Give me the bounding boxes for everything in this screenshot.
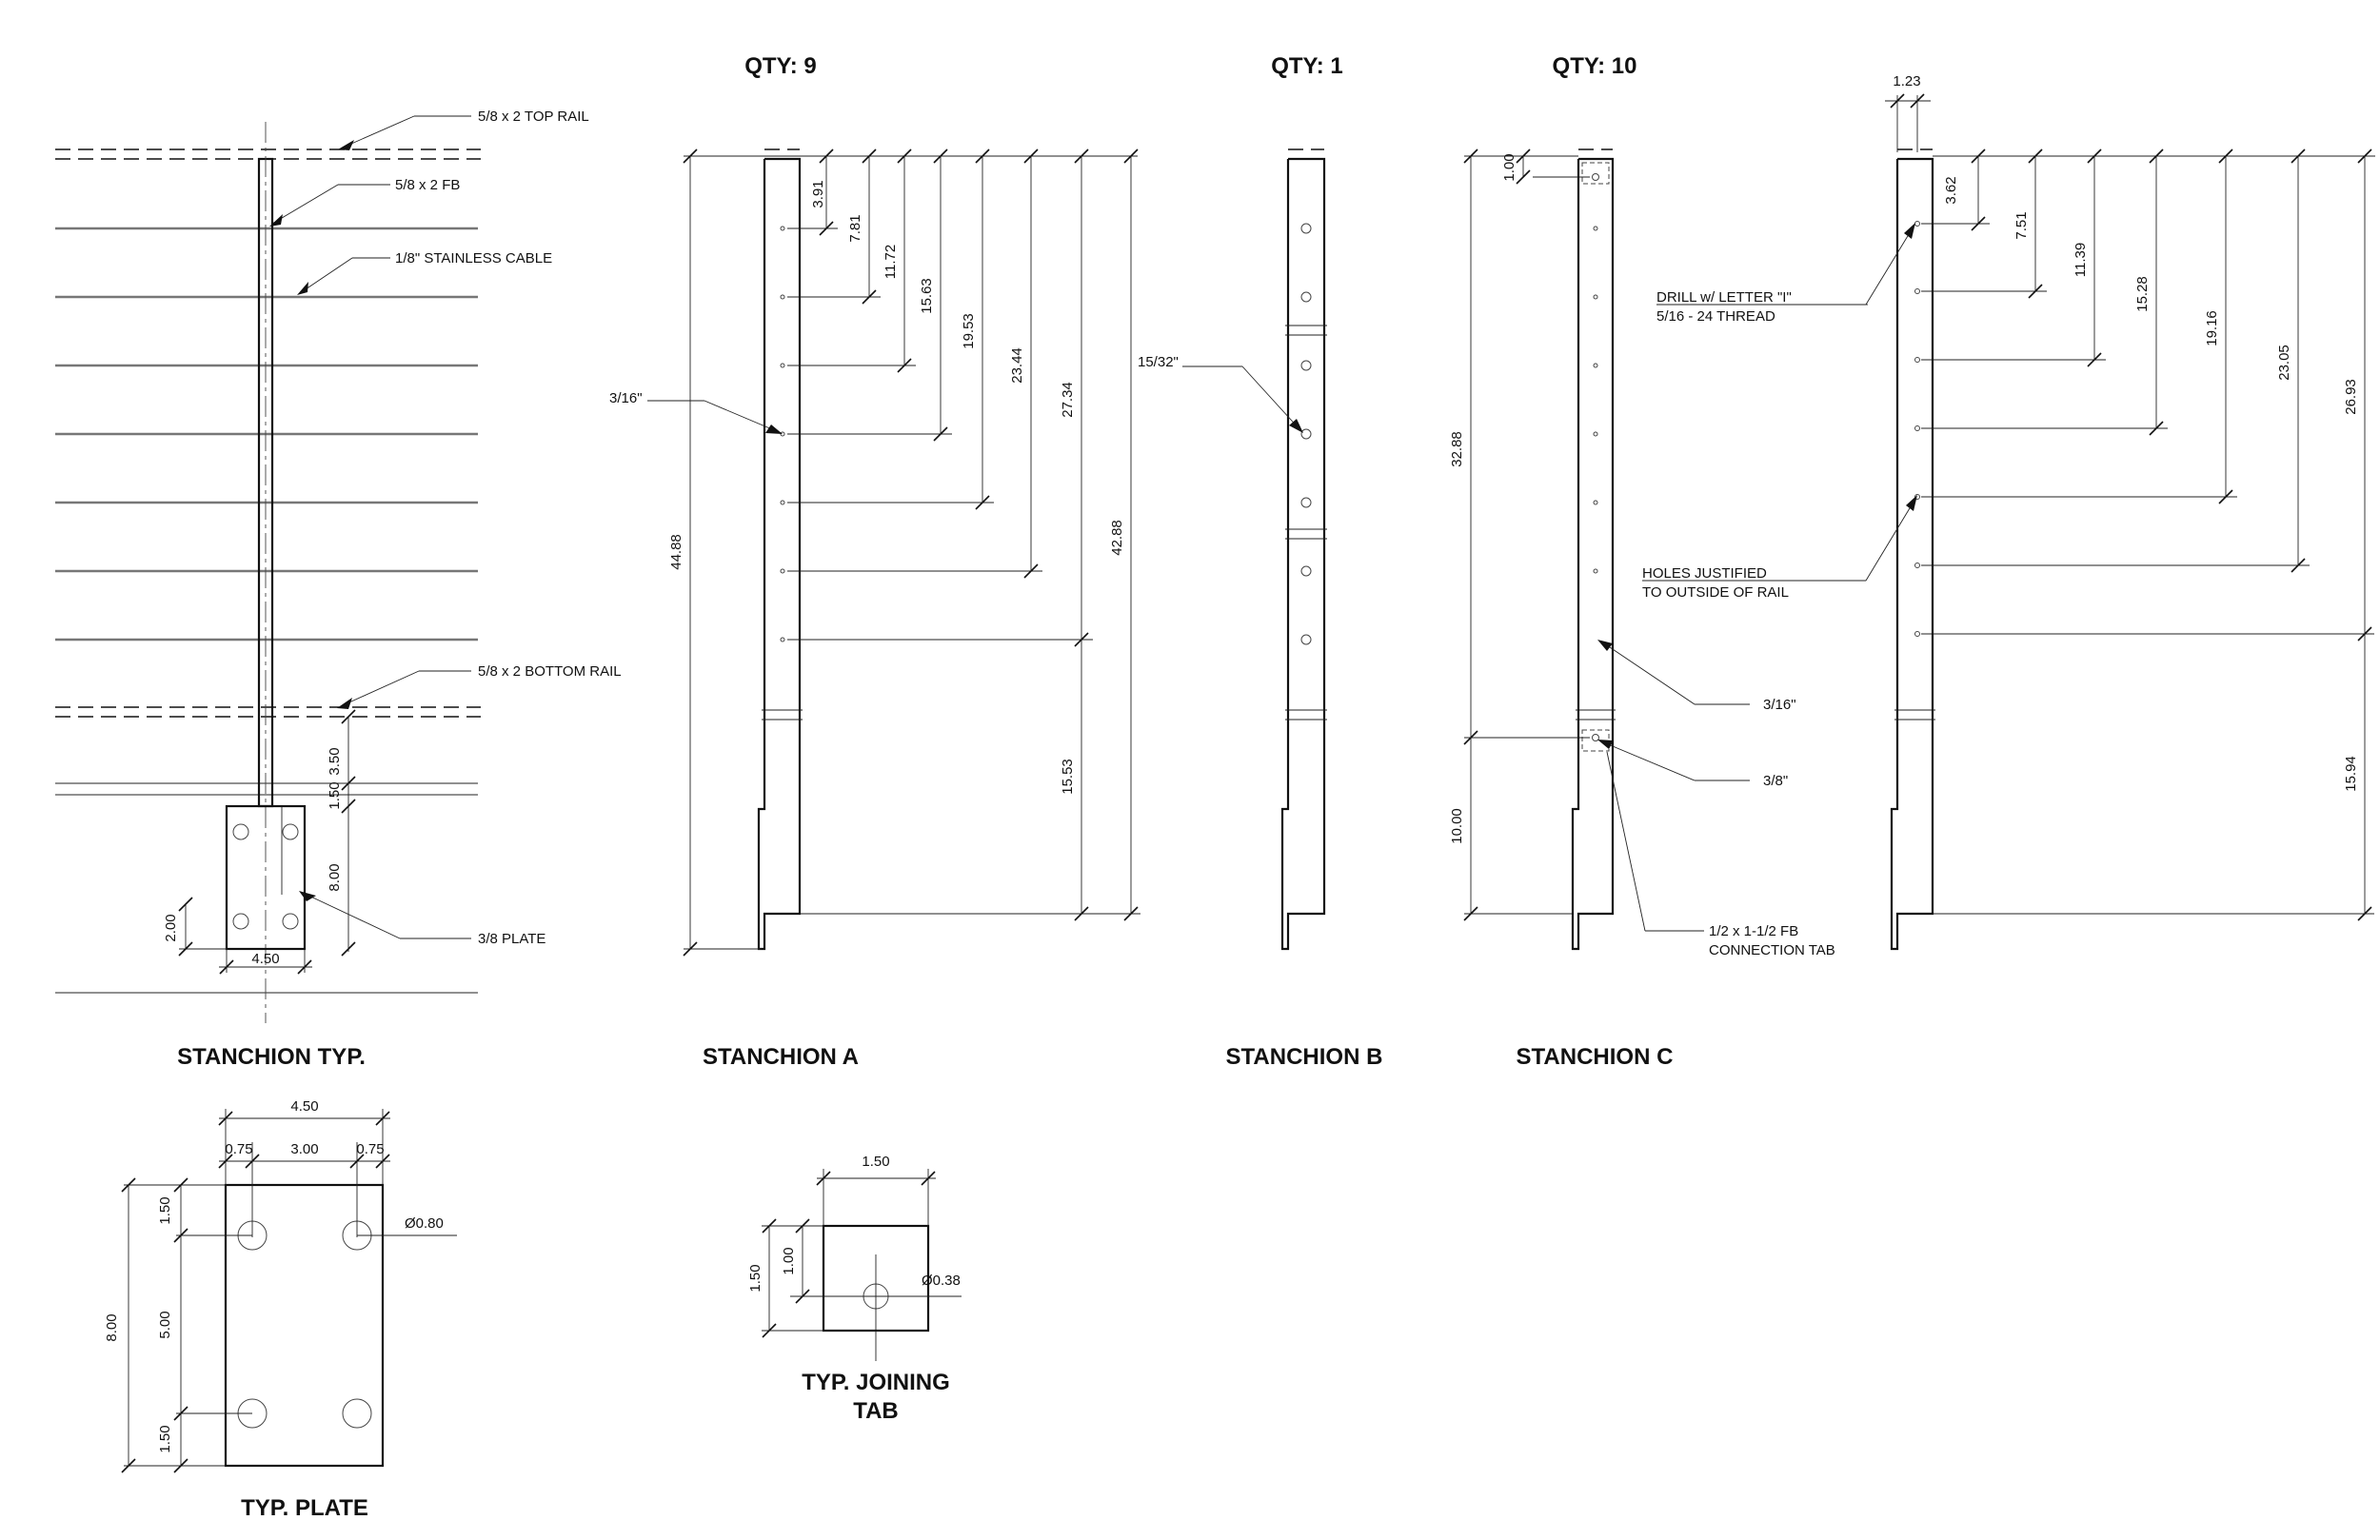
dim-r-362: 3.62 — [1943, 176, 1959, 204]
dim-a-4288: 42.88 — [1109, 520, 1125, 556]
typ-plate-view: 4.50 0.75 3.00 0.75 Ø0.80 8.00 1.50 5.00… — [104, 1098, 457, 1521]
stanchion-b-hole-label: 15/32" — [1138, 354, 1179, 370]
dim-typ-350: 3.50 — [327, 747, 343, 775]
stanchion-c-title: STANCHION C — [1517, 1044, 1674, 1070]
top-rail-label: 5/8 x 2 TOP RAIL — [478, 109, 589, 125]
dim-plate-075b: 0.75 — [356, 1141, 384, 1157]
dim-plate-150b: 1.50 — [157, 1425, 173, 1452]
base-plate — [225, 804, 307, 951]
dim-plate-500: 5.00 — [157, 1311, 173, 1338]
stanchion-c-tab-label-1: 1/2 x 1-1/2 FB — [1709, 923, 1798, 939]
dim-r-1916: 19.16 — [2204, 310, 2220, 346]
dim-typ-150: 1.50 — [327, 781, 343, 809]
plate-hole — [282, 823, 299, 840]
joining-tab-title-1: TYP. JOINING — [802, 1370, 950, 1395]
holes-justified-label-1: HOLES JUSTIFIED — [1642, 565, 1767, 582]
dim-r-1528: 15.28 — [2134, 276, 2151, 312]
stanchion-c-tab-hole-label: 3/8" — [1763, 773, 1788, 789]
dim-r-751: 7.51 — [2013, 211, 2030, 239]
dim-a-781: 7.81 — [847, 214, 863, 242]
stanchion-a-view: QTY: 9 — [609, 53, 1140, 1070]
typ-plate-title: TYP. PLATE — [241, 1495, 368, 1521]
dim-plate-800: 8.00 — [104, 1313, 120, 1341]
stanchion-b-qty: QTY: 1 — [1271, 53, 1343, 79]
hole-layout-outline — [1890, 157, 1934, 951]
stanchion-a-outline — [757, 157, 802, 951]
stanchion-a-qty: QTY: 9 — [744, 53, 817, 79]
stanchion-a-holes — [780, 226, 785, 642]
stanchion-c-view: QTY: 10 1.00 32.88 10.00 3/1 — [1449, 53, 1835, 1070]
stanchion-c-outline — [1571, 157, 1615, 951]
plate-hole — [282, 913, 299, 930]
hole-layout-view: 1.23 3.62 7.51 11.39 15.28 19.16 23.05 2… — [1642, 73, 2375, 951]
typ-joining-tab-view: 1.50 1.50 1.00 Ø0.38 TYP. JOINING TAB — [747, 1154, 962, 1424]
stanchion-typ-view: 5/8 x 2 TOP RAIL 5/8 x 2 FB 1/8" STAINLE… — [55, 109, 622, 1070]
dim-plate-075a: 0.75 — [225, 1141, 252, 1157]
dim-tab-150h: 1.50 — [747, 1264, 764, 1292]
bottom-rail-label: 5/8 x 2 BOTTOM RAIL — [478, 663, 622, 680]
dim-a-4488: 44.88 — [668, 534, 684, 570]
dim-a-391: 3.91 — [810, 180, 826, 207]
cable-lines — [55, 227, 478, 642]
stanchion-b-title: STANCHION B — [1226, 1044, 1383, 1070]
dim-a-1553: 15.53 — [1060, 759, 1076, 795]
plate-hole — [232, 913, 249, 930]
dim-c-3288: 32.88 — [1449, 431, 1465, 467]
hole-layout-holes — [1914, 221, 1920, 637]
stanchion-b-holes — [1300, 223, 1312, 645]
stanchion-c-holes — [1592, 173, 1599, 741]
dim-r-2693: 26.93 — [2343, 379, 2359, 415]
stanchion-a-title: STANCHION A — [703, 1044, 859, 1070]
dim-typ-200: 2.00 — [163, 914, 179, 941]
typ-plate-hole — [342, 1398, 372, 1429]
dim-a-1953: 19.53 — [961, 313, 977, 349]
dim-plate-300: 3.00 — [290, 1141, 318, 1157]
stanchion-b-view: QTY: 1 15/32" STANCHION B — [1138, 53, 1382, 1070]
dim-r-1139: 11.39 — [2073, 243, 2089, 277]
plate-hole — [232, 823, 249, 840]
stanchion-c-hole-label: 3/16" — [1763, 697, 1796, 713]
stanchion-b-outline — [1280, 157, 1326, 951]
stanchion-c-tab-label-2: CONNECTION TAB — [1709, 942, 1835, 958]
dim-a-1172: 11.72 — [883, 245, 899, 279]
stanchion-a-hole-label: 3/16" — [609, 390, 643, 406]
dim-a-2734: 27.34 — [1060, 382, 1076, 418]
stanchion-a-ticks — [683, 148, 1139, 957]
drill-label-2: 5/16 - 24 THREAD — [1656, 308, 1775, 325]
dim-plate-dia: Ø0.80 — [405, 1215, 444, 1232]
drill-label-1: DRILL w/ LETTER "I" — [1656, 289, 1792, 306]
dim-typ-800: 8.00 — [327, 863, 343, 891]
plate-label: 3/8 PLATE — [478, 931, 545, 947]
dim-tab-150w: 1.50 — [862, 1154, 889, 1170]
fb-label: 5/8 x 2 FB — [395, 177, 460, 193]
stanchion-c-qty: QTY: 10 — [1553, 53, 1637, 79]
dim-plate-150a: 1.50 — [157, 1196, 173, 1224]
joining-tab-title-2: TAB — [853, 1398, 899, 1424]
dim-plate-450: 4.50 — [290, 1098, 318, 1115]
dim-tab-dia: Ø0.38 — [922, 1273, 961, 1289]
dim-c-1000: 10.00 — [1449, 808, 1465, 844]
dim-c-100: 1.00 — [1501, 153, 1517, 181]
dim-r-123: 1.23 — [1893, 73, 1920, 89]
dim-tab-100: 1.00 — [781, 1247, 797, 1274]
dim-r-1594: 15.94 — [2343, 756, 2359, 792]
typ-plate-outline — [224, 1183, 385, 1468]
dim-typ-450: 4.50 — [251, 951, 279, 967]
dim-a-2344: 23.44 — [1009, 347, 1025, 384]
stanchion-typ-title: STANCHION TYP. — [177, 1044, 366, 1070]
hole-layout-ticks — [1971, 148, 2372, 921]
cable-label: 1/8" STAINLESS CABLE — [395, 250, 552, 267]
holes-justified-label-2: TO OUTSIDE OF RAIL — [1642, 584, 1789, 601]
dim-r-2305: 23.05 — [2276, 345, 2292, 381]
dim-a-1563: 15.63 — [919, 278, 935, 314]
